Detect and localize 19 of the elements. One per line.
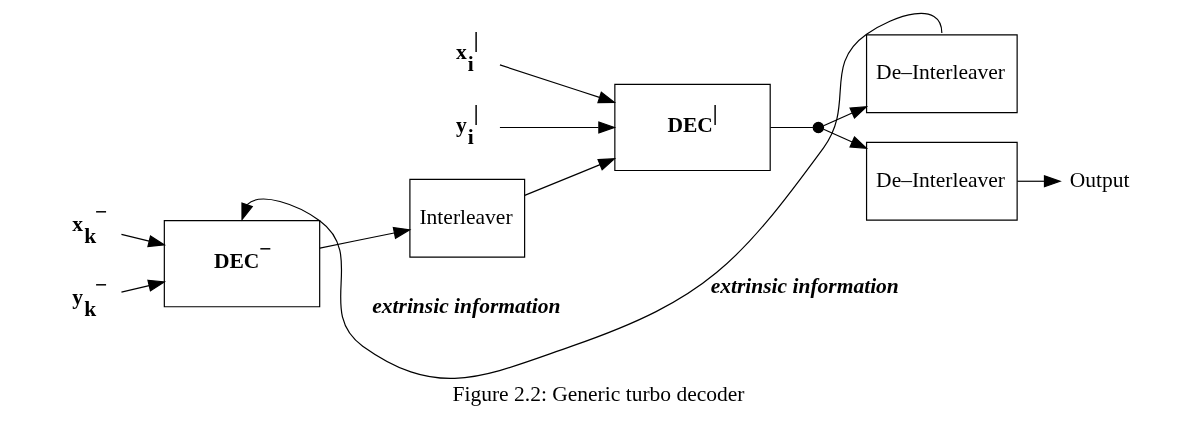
edge-label: extrinsic information xyxy=(710,274,899,299)
node-box: De–Interleaver xyxy=(865,34,1018,114)
caption: Figure 2.2: Generic turbo decoder xyxy=(452,381,744,406)
arrow xyxy=(498,64,616,104)
arrow xyxy=(240,12,942,379)
arrow xyxy=(822,128,868,150)
arrow xyxy=(120,279,166,293)
label: extrinsic information xyxy=(371,294,560,319)
arrow xyxy=(120,233,166,248)
node-text: Output xyxy=(1069,167,1129,192)
arrow xyxy=(822,105,868,127)
connector xyxy=(769,126,814,129)
arrow xyxy=(523,158,616,196)
arrow xyxy=(318,226,411,249)
node-box: Interleaver xyxy=(408,178,525,258)
node-box: De–Interleaver xyxy=(865,141,1018,221)
node-circle xyxy=(812,121,824,134)
arrow xyxy=(498,121,616,134)
arrow xyxy=(1016,174,1062,188)
